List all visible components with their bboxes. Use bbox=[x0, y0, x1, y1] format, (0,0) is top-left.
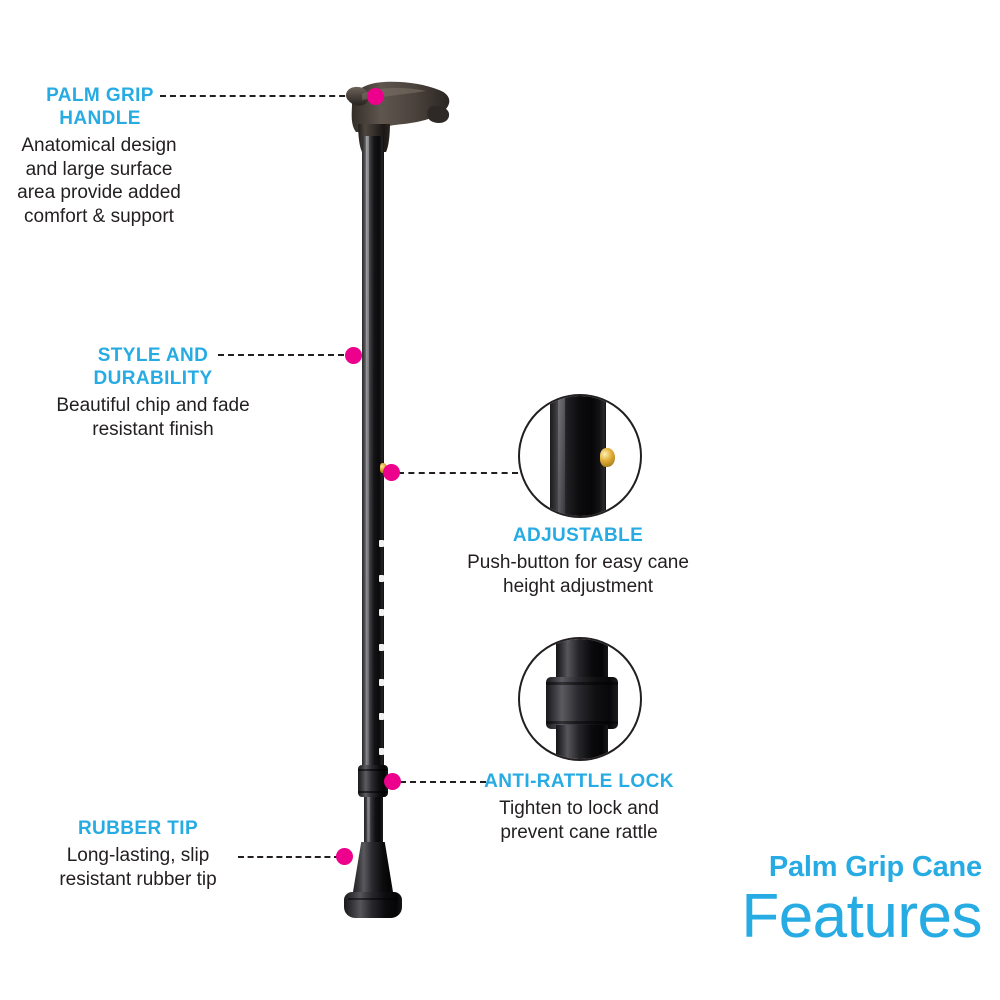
rubber-tip-base bbox=[344, 892, 402, 918]
cane-illustration bbox=[300, 70, 480, 918]
brand-title-block: Palm Grip Cane Features bbox=[741, 851, 982, 950]
callout-body-palm-grip-handle: Anatomical design and large surface area… bbox=[17, 135, 181, 227]
callout-body-anti-rattle-lock: Tighten to lock and prevent cane rattle bbox=[499, 798, 659, 843]
callout-title-palm-grip-handle: PALM GRIP HANDLE bbox=[46, 85, 154, 129]
callout-adjustable: ADJUSTABLE Push-button for easy cane hei… bbox=[458, 524, 698, 598]
brand-features-heading: Features bbox=[741, 882, 982, 951]
upper-shaft bbox=[362, 136, 384, 772]
callout-body-rubber-tip: Long-lasting, slip resistant rubber tip bbox=[59, 845, 217, 890]
callout-anti-rattle-lock: ANTI-RATTLE LOCK Tighten to lock and pre… bbox=[467, 770, 691, 844]
anchor-dot-adjustable bbox=[383, 464, 400, 481]
callout-title-rubber-tip: RUBBER TIP bbox=[77, 818, 199, 839]
inset-push-button-icon bbox=[600, 448, 615, 467]
inset-collar-icon bbox=[546, 677, 618, 729]
anti-rattle-collar-art bbox=[358, 765, 388, 797]
callout-title-style-durability: STYLE AND DURABILITY bbox=[93, 345, 213, 389]
anchor-dot-palm-grip-handle bbox=[367, 88, 384, 105]
palm-grip-handle-art bbox=[300, 70, 480, 160]
leader-line-anti-rattle-lock bbox=[400, 781, 486, 783]
brand-product-name: Palm Grip Cane bbox=[768, 851, 982, 883]
anti-rattle-inset bbox=[518, 637, 642, 761]
callout-style-durability: STYLE AND DURABILITY Beautiful chip and … bbox=[48, 344, 258, 441]
callout-title-adjustable: ADJUSTABLE bbox=[512, 525, 644, 546]
rubber-tip-taper bbox=[352, 842, 394, 898]
leader-line-rubber-tip bbox=[238, 856, 340, 858]
anchor-dot-rubber-tip bbox=[336, 848, 353, 865]
callout-body-adjustable: Push-button for easy cane height adjustm… bbox=[467, 552, 689, 597]
anchor-dot-anti-rattle-lock bbox=[384, 773, 401, 790]
anchor-dot-style-durability bbox=[345, 347, 362, 364]
height-adjustment-holes bbox=[379, 540, 384, 755]
leader-line-adjustable bbox=[398, 472, 518, 474]
callout-title-anti-rattle-lock: ANTI-RATTLE LOCK bbox=[484, 771, 674, 792]
adjustable-inset bbox=[518, 394, 642, 518]
inset-tube-lower bbox=[556, 725, 608, 759]
leader-line-style-durability bbox=[218, 354, 354, 356]
callout-rubber-tip: RUBBER TIP Long-lasting, slip resistant … bbox=[32, 817, 244, 891]
callout-body-style-durability: Beautiful chip and fade resistant finish bbox=[56, 395, 250, 440]
callout-palm-grip-handle: PALM GRIP HANDLE Anatomical design and l… bbox=[0, 84, 200, 228]
inset-shaft bbox=[550, 396, 606, 516]
leader-line-palm-grip-handle bbox=[160, 95, 375, 97]
inset-tube-upper bbox=[556, 639, 608, 681]
